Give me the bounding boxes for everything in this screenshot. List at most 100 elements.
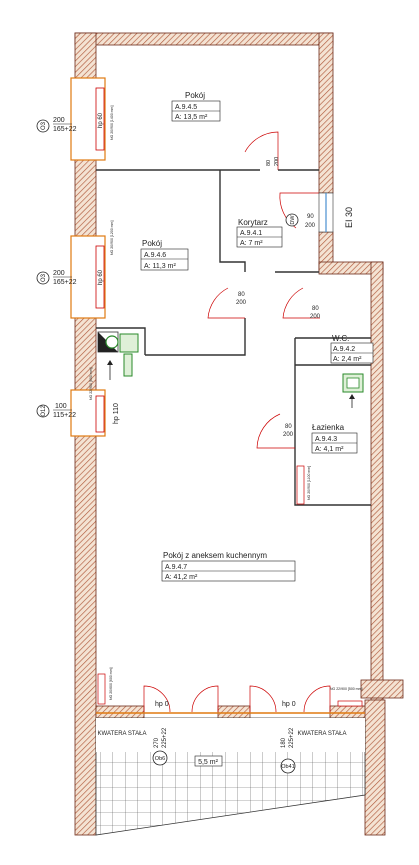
door-5-height: 200 — [283, 432, 294, 438]
door-3-width: 80 — [238, 292, 245, 298]
room-label-3: Korytarz A.9.4.1 A: 7 m² — [236, 218, 283, 248]
door-1-height: 200 — [274, 157, 280, 166]
door-4-height: 200 — [310, 314, 321, 320]
room-6-area: A: 41,2 m² — [165, 574, 198, 581]
door-room1 — [244, 131, 279, 170]
room-3-code: A.9.4.1 — [240, 230, 262, 237]
door-3-height: 200 — [236, 300, 247, 306]
door-1-width: 80 — [266, 160, 272, 166]
room-label-1: Pokój A.9.4.5 A: 13,5 m² — [171, 91, 221, 122]
radiators: NG 20/900 [1100 mm] NG 20/600 [600 mm] N… — [97, 465, 363, 707]
balcony-left-tag-circle — [152, 750, 168, 766]
balcony-right-tag: Ob41 — [281, 764, 294, 770]
wall-room2-bottom — [145, 318, 246, 356]
balcony-area: 5,5 m² — [198, 759, 219, 766]
balcony-right-wall — [364, 699, 386, 836]
interior-walls — [96, 169, 371, 506]
window-3-width: 100 — [55, 403, 67, 410]
room-4-name: W.C. — [332, 334, 349, 343]
boiler-icon — [105, 335, 119, 349]
balcony-right-tag-circle — [280, 758, 296, 774]
window-3: hp 110 NG 22/900 [600 mm] — [70, 367, 120, 437]
room-1-name: Pokój — [185, 91, 205, 100]
wall-corner — [360, 679, 404, 699]
door-balcony-1b — [191, 685, 219, 713]
room-3-name: Korytarz — [238, 218, 268, 227]
room-label-2: Pokój A.9.4.6 A: 11,3 m² — [140, 239, 189, 271]
window-1-note: NG 20/900 [1400 mm] — [110, 106, 114, 140]
entrance-tag-circle — [285, 213, 299, 227]
radiator-balcony — [337, 700, 363, 707]
room-label-6: Pokój z aneksem kuchennym A.9.4.7 A: 41,… — [161, 551, 296, 582]
wall-right-lower — [370, 261, 384, 707]
wall-top — [74, 32, 334, 46]
room-5-code: A.9.4.3 — [315, 436, 337, 443]
window-2-height: 165+22 — [53, 279, 77, 286]
balcony-right-text: KWATERA STAŁA — [298, 731, 347, 737]
wall-right-upper — [318, 32, 334, 194]
arrow-up-icon — [107, 360, 113, 365]
window-1-height: 165+22 — [53, 126, 77, 133]
entrance: DW EI 30 — [285, 192, 354, 233]
outer-walls — [74, 32, 404, 836]
door-2-width: 90 — [307, 214, 314, 220]
doors — [143, 131, 331, 713]
wall-bottom-a — [95, 705, 145, 719]
door-balcony-2a — [249, 685, 277, 713]
room-4-area: A: 2,4 m² — [333, 356, 362, 363]
wall-room2-shaft — [96, 327, 146, 355]
window-3-note: NG 22/900 [600 mm] — [89, 367, 93, 400]
room-label-5: Łazienka A.9.4.3 A: 4,1 m² — [311, 423, 358, 454]
heater-unit-icon — [119, 333, 139, 353]
room-1-code: A.9.4.5 — [175, 104, 197, 111]
pipe-icon — [123, 353, 133, 377]
door-5-width: 80 — [285, 424, 292, 430]
window-tag-2-circle — [36, 271, 50, 285]
radiator-living-label: NG 20/600 [600 mm] — [109, 667, 113, 700]
room-2-area: A: 11,3 m² — [144, 263, 176, 270]
room-2-code: A.9.4.6 — [144, 252, 166, 259]
window-1: hp 60 NG 20/900 [1400 mm] — [70, 77, 114, 161]
door-2-height: 200 — [305, 223, 316, 229]
door-4-width: 80 — [312, 306, 319, 312]
window-2-note: NG 20/900 [1200 mm] — [110, 221, 114, 255]
balcony-left-tag: Ob6 — [155, 756, 165, 762]
room-6-code: A.9.4.7 — [165, 564, 187, 571]
balcony: KWATERA STAŁA KWATERA STAŁA hp 0 hp 0 27… — [95, 701, 366, 836]
room-1-area: A: 13,5 m² — [175, 114, 208, 121]
balcony-left-text: KWATERA STAŁA — [98, 731, 147, 737]
balcony-left-width: 270 — [154, 737, 160, 748]
entrance-tag: DW — [290, 215, 296, 225]
room-label-4: W.C. A.9.4.2 A: 2,4 m² — [330, 334, 374, 364]
room-3-area: A: 7 m² — [240, 240, 263, 247]
window-tag-3: O12 — [41, 405, 47, 417]
room-5-name: Łazienka — [312, 423, 345, 432]
arrow-up-icon-2 — [349, 394, 355, 399]
window-2-width: 200 — [53, 270, 65, 277]
balcony-left-hp: hp 0 — [155, 701, 169, 708]
balcony-right-hp: hp 0 — [282, 701, 296, 708]
door-balcony-1a — [143, 685, 171, 713]
door-wc — [282, 287, 320, 319]
window-1-width: 200 — [53, 117, 65, 124]
radiator-bath-label: NG 20/900 [1100 mm] — [307, 466, 311, 500]
radiator-bath — [296, 465, 305, 505]
balcony-right-width: 180 — [281, 737, 287, 748]
radiator-balcony-label: NG 22/900 [500 mm] — [330, 687, 363, 691]
wall-corridor-left — [219, 170, 246, 272]
door-bathroom — [256, 413, 295, 449]
balcony-left-height: 225+22 — [162, 727, 168, 748]
window-3-height: 115+22 — [53, 412, 76, 419]
room-4-code: A.9.4.2 — [333, 346, 355, 353]
window-2-hp: hp 60 — [98, 269, 104, 285]
shaft — [97, 331, 364, 408]
window-tag-2: O3 — [41, 273, 47, 282]
door-balcony-2b — [303, 685, 331, 713]
window-3-hp: hp 110 — [113, 403, 120, 424]
window-tag-3-circle — [36, 404, 50, 418]
door-labels: 80 200 90 200 80 200 80 200 80 200 — [236, 157, 321, 438]
window-tags: O3 200 165+22 O3 200 165+22 O12 100 115+… — [36, 117, 77, 419]
wall-bath-left — [294, 338, 371, 506]
window-tag-1-circle — [36, 119, 50, 133]
